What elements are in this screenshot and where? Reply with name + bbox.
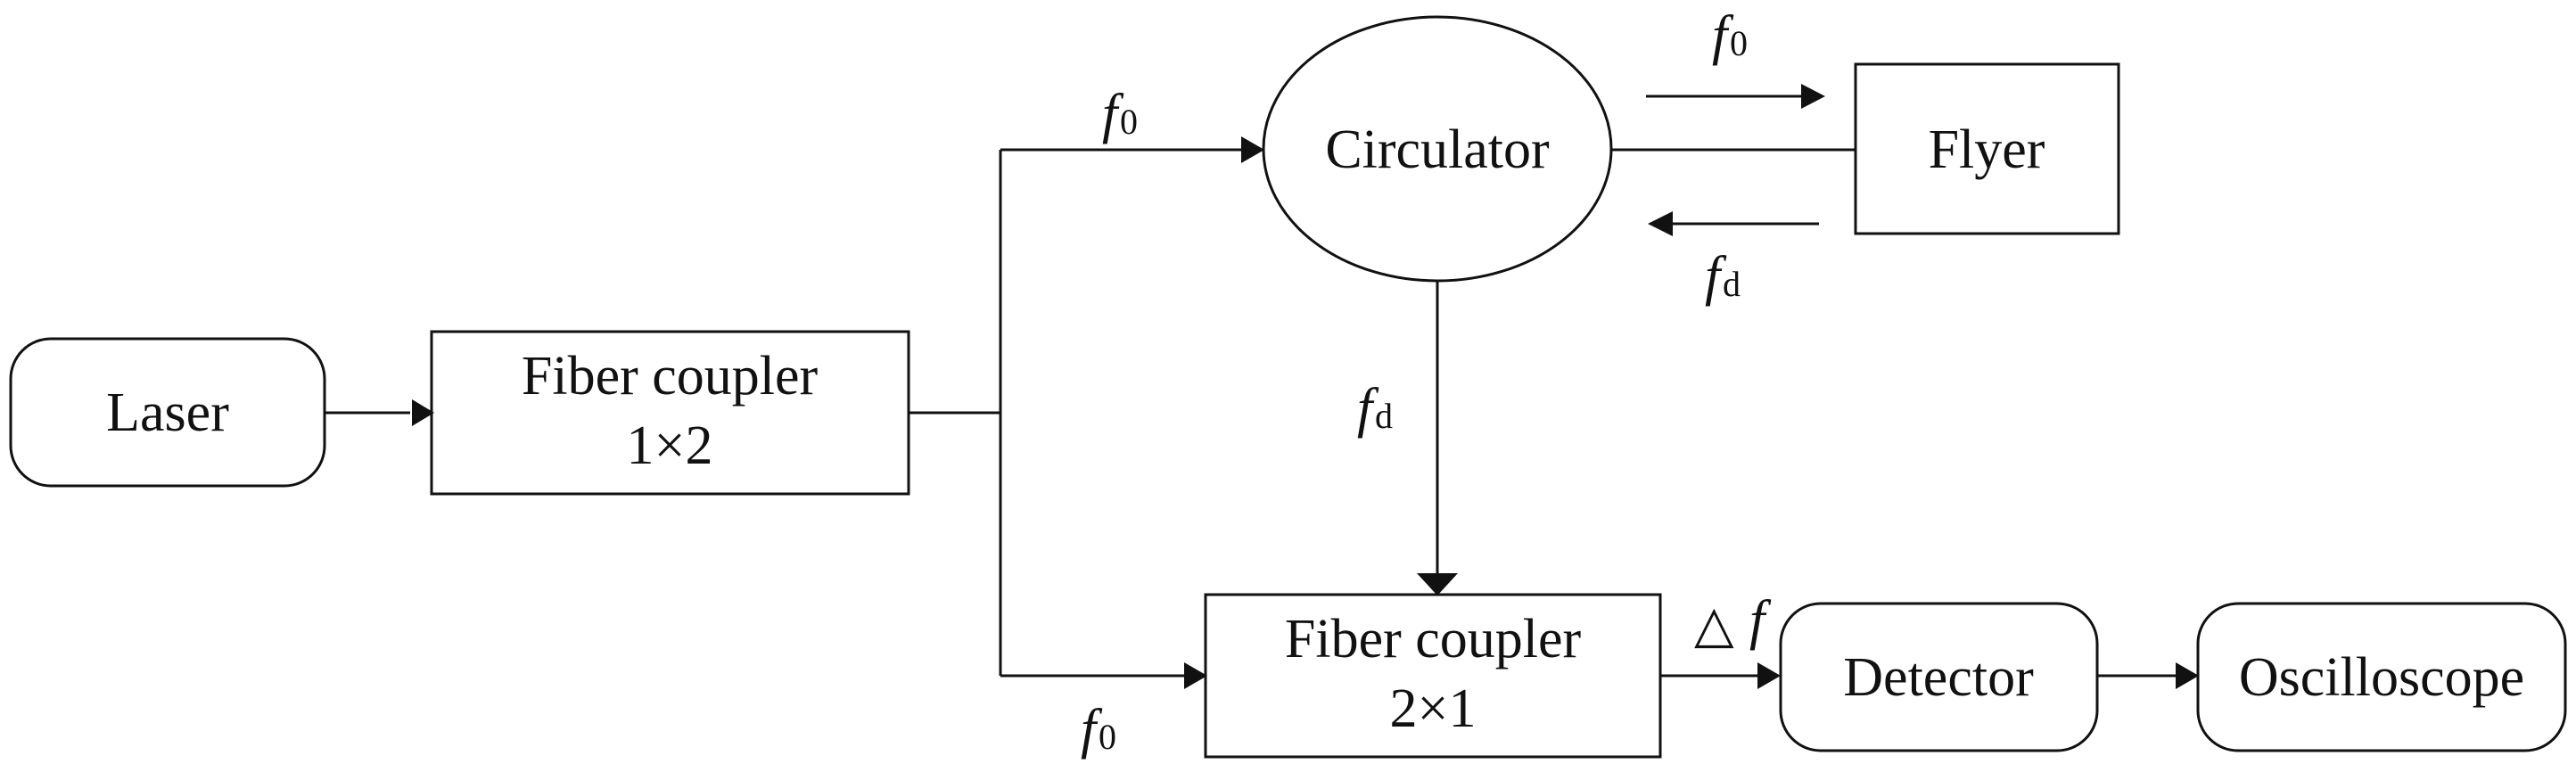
svg-text:0: 0 [1120,102,1138,142]
circulator-label: Circulator [1325,119,1550,180]
signal-label-delta-f: △ f [1694,590,1772,654]
forward-beam-arrowhead [1801,84,1825,109]
signal-label-fd-down: f d [1357,378,1393,439]
fiber-coupler-2x1-label-line2: 2×1 [1390,678,1477,739]
svg-text:f: f [1749,590,1772,651]
circulator-node: Circulator [1262,15,1613,283]
split-to-coupler2x1-arrowhead [1184,662,1207,689]
signal-label-f0-forward: f 0 [1712,5,1748,66]
svg-text:0: 0 [1730,23,1748,63]
laser-node: Laser [9,337,326,488]
svg-text:d: d [1723,264,1741,304]
detector-label: Detector [1843,647,2034,708]
flyer-label: Flyer [1929,119,2045,180]
delta-symbol: △ [1694,594,1734,654]
oscilloscope-label: Oscilloscope [2239,647,2524,708]
svg-text:0: 0 [1099,717,1116,757]
laser-to-coupler-arrowhead [412,399,434,426]
fiber-coupler-1x2-label-line2: 1×2 [627,415,713,476]
signal-label-f0-to-coupler2x1: f 0 [1081,699,1116,760]
fiber-coupler-2x1-node: Fiber coupler 2×1 [1204,593,1662,759]
fiber-coupler-2x1-label-line1: Fiber coupler [1285,609,1582,670]
detector-to-oscilloscope-arrowhead [2176,662,2199,689]
detector-node: Detector [1779,602,2099,752]
fiber-coupler-1x2-label-line1: Fiber coupler [522,346,819,407]
flyer-node: Flyer [1854,62,2120,235]
coupler2x1-to-detector-arrowhead [1757,662,1781,689]
circulator-to-coupler2x1-arrowhead [1417,573,1458,596]
signal-label-fd-return: f d [1705,246,1741,307]
signal-label-f0-to-circulator: f 0 [1102,84,1138,144]
split-to-circulator-arrowhead [1241,136,1264,163]
fiber-coupler-1x2-node: Fiber coupler 1×2 [430,330,910,496]
oscilloscope-node: Oscilloscope [2196,602,2567,752]
return-beam-arrowhead [1648,211,1673,236]
laser-label: Laser [106,382,229,443]
svg-text:d: d [1375,396,1393,436]
